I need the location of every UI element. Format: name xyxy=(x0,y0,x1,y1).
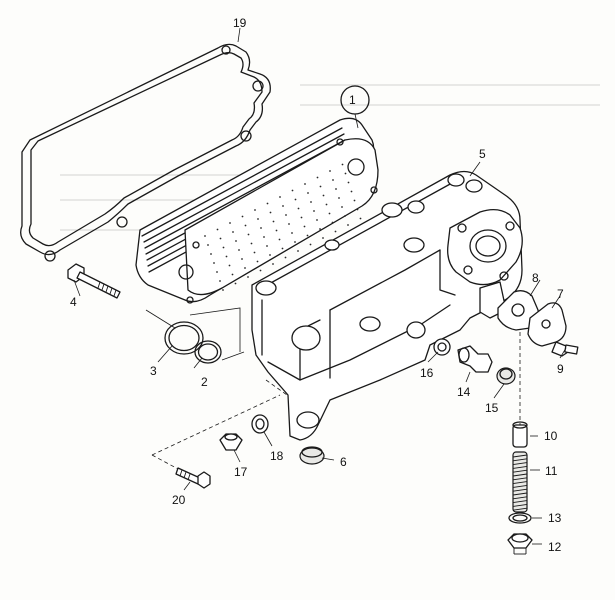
part-7-cover xyxy=(527,302,567,347)
part-20-bolt xyxy=(175,467,211,489)
part-10-sleeve xyxy=(512,421,528,448)
part-1-cooler-core xyxy=(135,117,379,304)
callout-1: 1 xyxy=(349,93,356,107)
callout-14: 14 xyxy=(457,385,471,399)
part-15-plug xyxy=(496,367,516,385)
cooler-dot-pattern xyxy=(204,163,362,291)
callout-leaders xyxy=(73,27,567,545)
part-6-plug xyxy=(299,446,325,465)
part-12-plug xyxy=(507,533,533,555)
part-4-bolt xyxy=(67,263,121,299)
part-2-o-ring xyxy=(194,340,222,364)
spring-coils xyxy=(512,454,528,511)
part-3-o-ring xyxy=(164,321,204,355)
part-9-bolt xyxy=(551,341,579,357)
callout-17: 17 xyxy=(234,465,248,479)
callout-20: 20 xyxy=(172,493,186,507)
callout-15: 15 xyxy=(485,401,499,415)
callout-19: 19 xyxy=(233,16,247,30)
callout-2: 2 xyxy=(201,375,208,389)
part-11-spring xyxy=(512,451,528,513)
part-13-o-ring xyxy=(508,512,532,524)
part-16-washer xyxy=(433,338,451,356)
callout-10: 10 xyxy=(544,429,558,443)
part-5-housing xyxy=(251,170,523,441)
callout-13: 13 xyxy=(548,511,562,525)
callout-3: 3 xyxy=(150,364,157,378)
callout-4: 4 xyxy=(70,295,77,309)
part-14-fitting xyxy=(457,345,493,373)
callout-8: 8 xyxy=(532,271,539,285)
callout-18: 18 xyxy=(270,449,284,463)
callout-12: 12 xyxy=(548,540,562,554)
callout-6: 6 xyxy=(340,455,347,469)
callout-16: 16 xyxy=(420,366,434,380)
part-17-plug xyxy=(219,433,243,451)
callout-labels: 1 2 3 4 5 6 7 8 9 10 11 12 13 14 15 16 1… xyxy=(70,16,564,554)
part-19-gasket xyxy=(20,43,271,262)
callout-7: 7 xyxy=(557,287,564,301)
part-18-washer xyxy=(251,414,269,434)
part-1-marker xyxy=(340,85,370,129)
callout-11: 11 xyxy=(545,464,558,478)
callout-5: 5 xyxy=(479,147,486,161)
callout-9: 9 xyxy=(557,362,564,376)
